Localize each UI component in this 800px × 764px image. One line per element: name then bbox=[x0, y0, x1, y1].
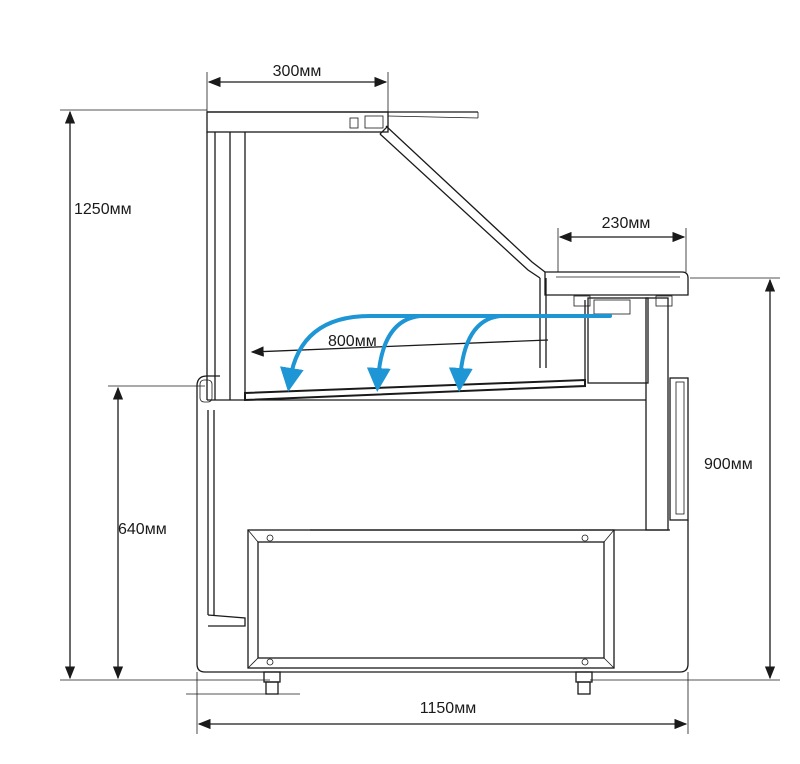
dimension-display-depth: 800мм bbox=[250, 333, 549, 357]
dim-label-300: 300мм bbox=[273, 63, 322, 80]
dimension-counter-height: 900мм bbox=[590, 277, 780, 681]
dim-label-900: 900мм bbox=[704, 456, 753, 473]
dimension-total-depth: 1150мм bbox=[196, 672, 689, 734]
dimension-total-height: 1250мм bbox=[60, 109, 270, 681]
dim-label-1150: 1150мм bbox=[420, 700, 476, 717]
foot-left bbox=[186, 671, 300, 695]
dimension-display-floor-height: 640мм bbox=[108, 385, 205, 680]
dimension-counter-depth: 230мм bbox=[557, 215, 687, 272]
dim-label-640: 640мм bbox=[118, 521, 167, 538]
cold-airflow-arrows bbox=[280, 314, 612, 392]
foot-right bbox=[575, 671, 593, 695]
dim-label-1250: 1250мм bbox=[74, 201, 132, 218]
display-case-structure bbox=[196, 111, 689, 673]
dim-label-230: 230мм bbox=[602, 215, 651, 232]
dimension-top-shelf: 300мм bbox=[206, 63, 389, 125]
dim-label-800: 800мм bbox=[328, 333, 377, 350]
